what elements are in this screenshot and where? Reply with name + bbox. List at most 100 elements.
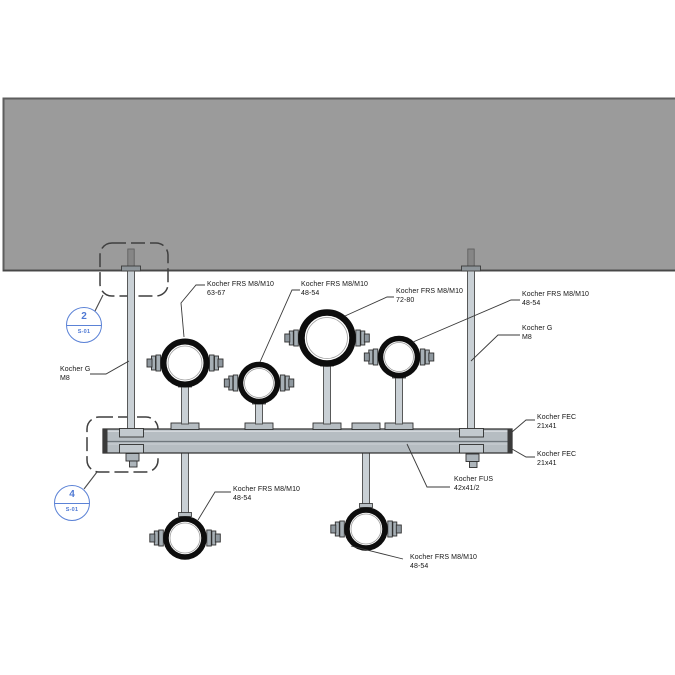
callout-number: 4	[55, 486, 89, 504]
label-fus-rail: Kocher FUS 42x41/2	[454, 476, 493, 493]
anchor-embedded-left	[127, 248, 135, 268]
stem-cap	[359, 503, 373, 508]
channel-rail	[102, 428, 513, 454]
label-line1: Kocher FRS M8/M10	[301, 281, 369, 288]
plate	[119, 444, 144, 454]
detail-callout-4: 4 S-01	[54, 485, 90, 521]
leader-clamp-48-54-c	[197, 491, 231, 521]
concrete-slab	[2, 97, 675, 272]
anchor-washer-right	[461, 265, 481, 272]
callout-leaders	[83, 294, 104, 490]
clamp-lug	[209, 354, 215, 372]
label-line1: Kocher FRS M8/M10	[233, 486, 301, 493]
clamp-bolt	[395, 524, 402, 534]
label-clamp-frs-72-80: Kocher FRS M8/M10 72-80	[396, 288, 463, 305]
label-line2: 42x41/2	[454, 484, 480, 492]
clamp-ring	[237, 361, 281, 405]
clamp-liner	[167, 345, 203, 381]
label-line2: 48-54	[301, 289, 320, 297]
clamp-bolt	[330, 524, 337, 534]
pipe-clamp-48-54-a	[223, 361, 295, 405]
clamp-ring	[377, 335, 421, 379]
nut	[125, 453, 140, 462]
clamp-bolt	[146, 358, 153, 368]
rod-rail-connection-left	[119, 428, 144, 468]
clamp-bolt	[363, 333, 370, 343]
clamp-ring	[160, 338, 210, 388]
label-rod-g-m8-left: Kocher G M8	[60, 366, 90, 383]
leader-endcap-bottom	[511, 448, 535, 458]
detail-boundary-2	[99, 242, 169, 297]
leader-endcap-top	[511, 419, 535, 433]
clamp-liner	[169, 522, 201, 554]
clamp-lug	[279, 374, 286, 392]
pipe-clamp-48-54-c	[149, 516, 221, 560]
label-line1: Kocher G	[522, 325, 553, 332]
label-line1: Kocher FRS M8/M10	[410, 554, 478, 561]
hanger-stem-left	[181, 451, 189, 517]
label-rod-g-m8-right: Kocher G M8	[522, 325, 552, 342]
clamp-lug	[355, 329, 361, 347]
leader-clamp-72-80	[344, 296, 394, 317]
clamp-bolt	[214, 533, 221, 543]
leader-lines	[90, 284, 535, 560]
clamp-lug	[158, 529, 164, 547]
anchor-washer-left	[121, 265, 141, 272]
clamp-lug	[232, 374, 239, 392]
stem	[323, 363, 331, 425]
label-line2: 48-54	[522, 299, 541, 307]
rail-endcap-right	[507, 429, 512, 453]
label-line2: 63-67	[207, 289, 226, 297]
label-clamp-frs-48-54-c: Kocher FRS M8/M10 48-54	[233, 486, 300, 503]
label-line2: 72-80	[396, 296, 415, 304]
plate	[459, 444, 484, 454]
clamp-liner	[384, 342, 414, 372]
label-line1: Kocher FRS M8/M10	[207, 281, 275, 288]
clamp-lug	[387, 520, 393, 538]
clamp-bolt	[149, 533, 156, 543]
clamp-bolt	[217, 358, 224, 368]
label-line1: Kocher FUS	[454, 476, 494, 483]
label-line1: Kocher FEC	[537, 414, 577, 421]
label-line2: M8	[522, 333, 532, 341]
stem	[181, 384, 189, 425]
clamp-liner	[244, 368, 274, 398]
clamp-liner	[306, 317, 348, 359]
label-line2: 48-54	[410, 562, 429, 570]
clamp-bolt	[284, 333, 291, 343]
hanger-stem-right	[362, 451, 370, 508]
callout-sheet: S-01	[77, 328, 91, 335]
rod-tip	[129, 460, 138, 468]
clamp-lug	[372, 348, 379, 366]
leader-clamp-48-54-d	[350, 545, 404, 560]
leader-rod-right	[470, 334, 520, 362]
leader-rod-left	[90, 360, 130, 375]
pipe-clamp-48-54-b	[363, 335, 435, 379]
clamp-lug	[419, 348, 426, 366]
label-line2: 21x41	[537, 459, 557, 467]
leader-rail	[406, 443, 450, 488]
clamp-liner	[350, 513, 382, 545]
clamp-lug	[206, 529, 212, 547]
clamp-ring	[344, 507, 388, 551]
leader-clamp-48-54-b	[412, 299, 520, 343]
callout-2-leader	[94, 294, 104, 312]
stem	[255, 401, 263, 425]
pipe-clamp-63-67	[146, 338, 224, 388]
clamp-lug	[293, 329, 299, 347]
label-clamp-frs-63-67: Kocher FRS M8/M10 63-67	[207, 281, 274, 298]
label-line1: Kocher FRS M8/M10	[522, 291, 590, 298]
callout-sheet: S-01	[65, 506, 79, 513]
rod-rail-connection-right	[459, 428, 484, 468]
label-line2: 21x41	[537, 422, 557, 430]
label-clamp-frs-48-54-a: Kocher FRS M8/M10 48-54	[301, 281, 368, 298]
clamp-lug	[155, 354, 161, 372]
rail-endcap-left	[103, 429, 108, 453]
clamp-bolt	[363, 352, 370, 362]
label-fec-top: Kocher FEC 21x41	[537, 414, 576, 431]
plate	[119, 428, 144, 438]
label-clamp-frs-48-54-d: Kocher FRS M8/M10 48-54	[410, 554, 477, 571]
leader-clamp-48-54-a	[259, 289, 300, 363]
